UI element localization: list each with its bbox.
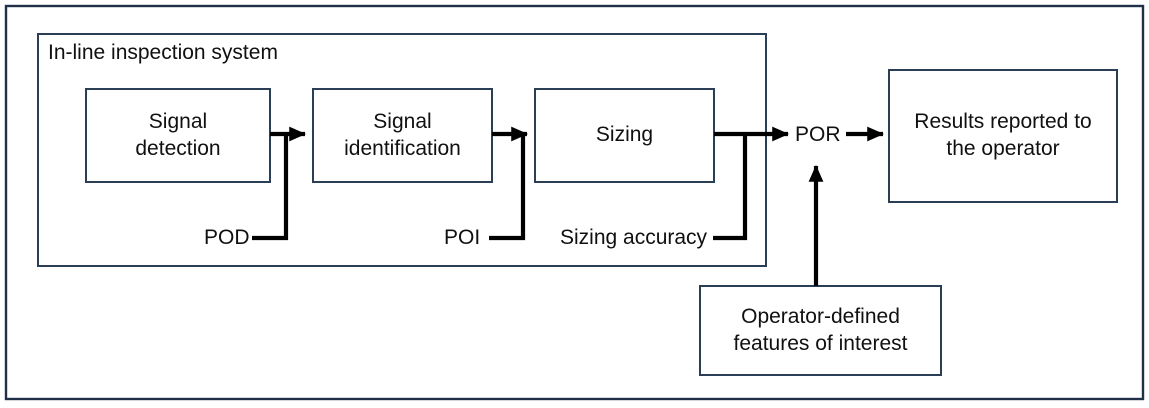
box-sizing[interactable] <box>534 88 715 183</box>
label-poi: POI <box>444 226 481 249</box>
label-pod: POD <box>204 226 250 249</box>
box-operator-defined-features[interactable] <box>699 285 942 376</box>
connector-poi-riser <box>489 134 526 241</box>
connector-sizing-accuracy-riser <box>713 134 748 241</box>
outer-frame <box>4 4 1145 401</box>
container-title: In-line inspection system <box>48 41 278 64</box>
box-results-reported[interactable] <box>888 69 1118 203</box>
box-signal-detection[interactable] <box>85 88 271 183</box>
label-por: POR <box>795 123 841 146</box>
inline-inspection-container <box>37 33 767 267</box>
connector-pod-riser <box>252 134 289 241</box>
label-sizing-accuracy: Sizing accuracy <box>560 226 708 249</box>
box-signal-identification[interactable] <box>312 88 493 183</box>
